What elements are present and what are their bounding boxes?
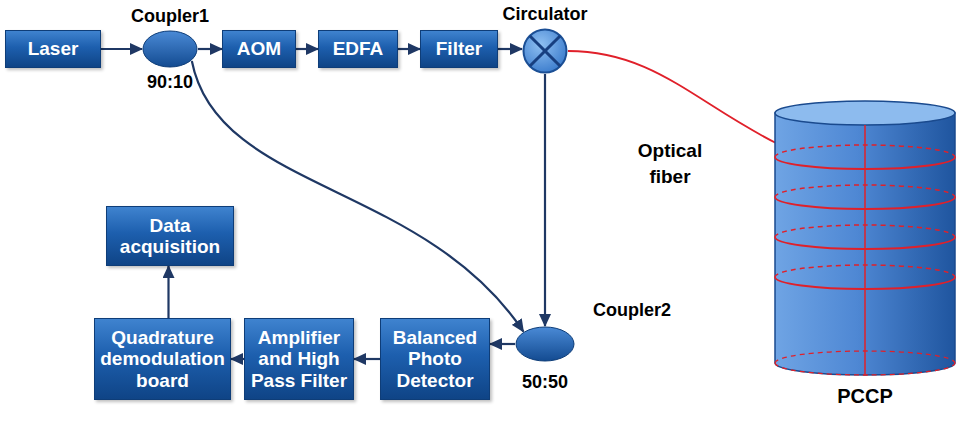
box-label: Data acquisition	[111, 215, 229, 258]
pipe-node: PCCP	[770, 95, 960, 413]
box-label: Quadrature demodulation board	[99, 327, 226, 391]
node-label: Coupler1	[125, 6, 215, 27]
signal-arrow	[296, 48, 318, 50]
box-label: AOM	[227, 38, 291, 59]
signal-arrow	[167, 266, 169, 318]
process-box: Balanced Photo Detector	[380, 318, 490, 400]
process-box: AOM	[222, 30, 296, 68]
signal-arrow	[354, 358, 380, 360]
box-label: Laser	[10, 38, 96, 59]
process-box: Filter	[420, 30, 498, 68]
process-box: Laser	[5, 30, 101, 68]
signal-arrow	[490, 343, 515, 345]
signal-arrow	[398, 48, 420, 50]
coupler-ellipse	[142, 30, 198, 68]
signal-arrow	[544, 74, 546, 326]
box-label: Amplifier and High Pass Filter	[249, 327, 349, 391]
optical-fiber	[568, 51, 776, 143]
process-box: Quadrature demodulation board	[94, 318, 231, 400]
coupler-node: Coupler1 90:10	[125, 2, 215, 97]
process-box: Amplifier and High Pass Filter	[244, 318, 354, 400]
signal-arrow	[498, 48, 522, 50]
node-label: 90:10	[125, 72, 215, 93]
circulator-symbol	[522, 28, 568, 74]
node-label: Circulator	[495, 4, 595, 25]
signal-arrow	[101, 48, 142, 50]
signal-arrow	[231, 358, 244, 360]
pccp-cylinder	[770, 95, 960, 383]
box-label: EDFA	[323, 38, 393, 59]
box-label: Filter	[425, 38, 493, 59]
node-label: 50:50	[510, 372, 580, 393]
node-label: PCCP	[770, 385, 960, 408]
coupler-node: Coupler2 50:50	[510, 298, 700, 398]
circulator-node: Circulator	[495, 2, 595, 74]
process-box: EDFA	[318, 30, 398, 68]
box-label: Balanced Photo Detector	[385, 327, 485, 391]
signal-arrow	[198, 48, 222, 50]
fiber-label: Optical fiber	[622, 138, 718, 189]
coupler-ellipse	[515, 326, 575, 362]
process-box: Data acquisition	[106, 206, 234, 266]
signal-arrow	[192, 61, 524, 332]
node-label: Coupler2	[582, 300, 682, 321]
